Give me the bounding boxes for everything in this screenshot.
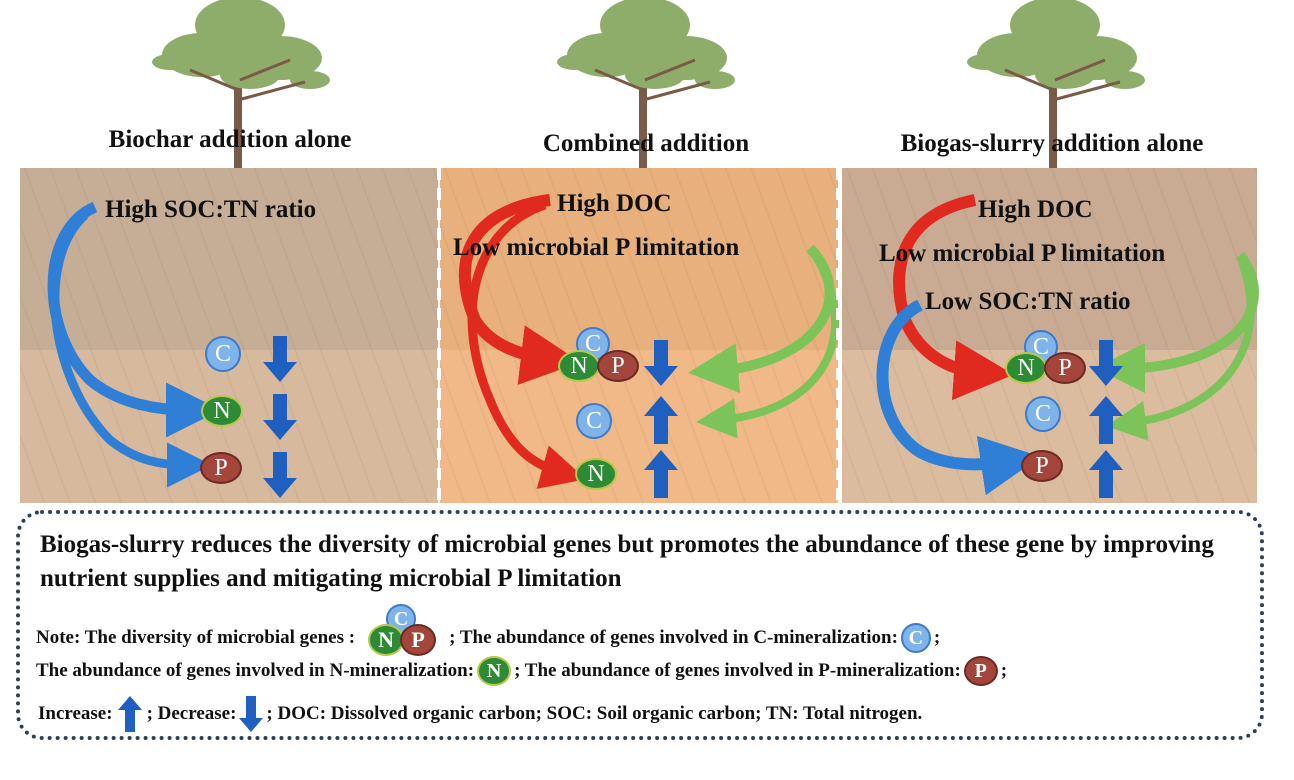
panel-title-combined: Combined addition [542,130,750,157]
p-gene-icon: P [597,350,639,382]
decrease-arrow-icon [1089,340,1123,386]
panel-divider [437,168,441,503]
note-line-1: Note: The diversity of microbial genes :… [36,604,941,658]
label-high-soc-tn: High SOC:TN ratio [105,196,317,223]
decrease-arrow-icon [263,336,297,382]
note-text: ; Decrease: [146,703,237,724]
tree-icon [152,0,330,168]
c-gene-icon: C [576,403,612,439]
increase-arrow-icon [1089,396,1123,444]
label-low-p-limitation: Low microbial P limitation [879,240,1166,267]
p-gene-icon: P [400,624,437,656]
panel-title-biochar: Biochar addition alone [108,126,352,153]
n-gene-icon: N [477,656,512,686]
note-text: ; The abundance of genes involved in P-m… [514,660,961,681]
summary-box [16,510,1264,740]
diversity-cluster-icon: C N P [361,604,443,658]
note-text: ; DOC: Dissolved organic carbon; SOC: So… [266,703,923,724]
c-gene-icon: C [900,623,931,653]
p-gene-icon: P [1021,450,1063,482]
note-text: ; The abundance of genes involved in C-m… [449,627,898,648]
tree-icon [557,0,735,168]
n-gene-icon: N [575,458,617,490]
decrease-arrow-icon [644,340,678,386]
p-gene-icon: P [963,656,998,686]
c-gene-icon: C [205,336,241,372]
summary-text: Biogas-slurry reduces the diversity of m… [40,531,1214,592]
increase-arrow-icon [644,396,678,444]
decrease-arrow-icon [263,394,297,440]
tree-icon [967,0,1145,168]
note-line-3: Increase: ; Decrease: ; DOC: Dissolved o… [38,696,922,732]
c-gene-icon: C [1025,396,1061,432]
decrease-arrow-icon [239,696,264,732]
label-low-soc-tn: Low SOC:TN ratio [925,288,1131,315]
decrease-arrow-icon [263,452,297,498]
label-high-doc: High DOC [557,190,672,217]
label-low-p-limitation: Low microbial P limitation [453,234,740,261]
n-gene-icon: N [558,350,600,382]
panel-divider [836,168,840,503]
soil-panel-combined [440,168,838,503]
note-text: Increase: [38,703,113,724]
panel-title-biogas-slurry: Biogas-slurry addition alone [900,130,1204,157]
n-gene-icon: N [201,395,243,427]
p-gene-icon: P [1044,352,1086,384]
increase-arrow-icon [117,696,142,732]
n-gene-icon: N [1005,352,1047,384]
note-text: ; [1000,660,1008,681]
note-text: ; [933,627,941,648]
label-high-doc: High DOC [978,196,1093,223]
n-gene-icon: N [368,624,405,656]
note-line-2: The abundance of genes involved in N-min… [36,656,1007,686]
note-text: The abundance of genes involved in N-min… [36,660,475,681]
p-gene-icon: P [200,452,242,484]
increase-arrow-icon [1089,450,1123,498]
note-text: Note: The diversity of microbial genes : [36,627,356,648]
increase-arrow-icon [644,450,678,498]
